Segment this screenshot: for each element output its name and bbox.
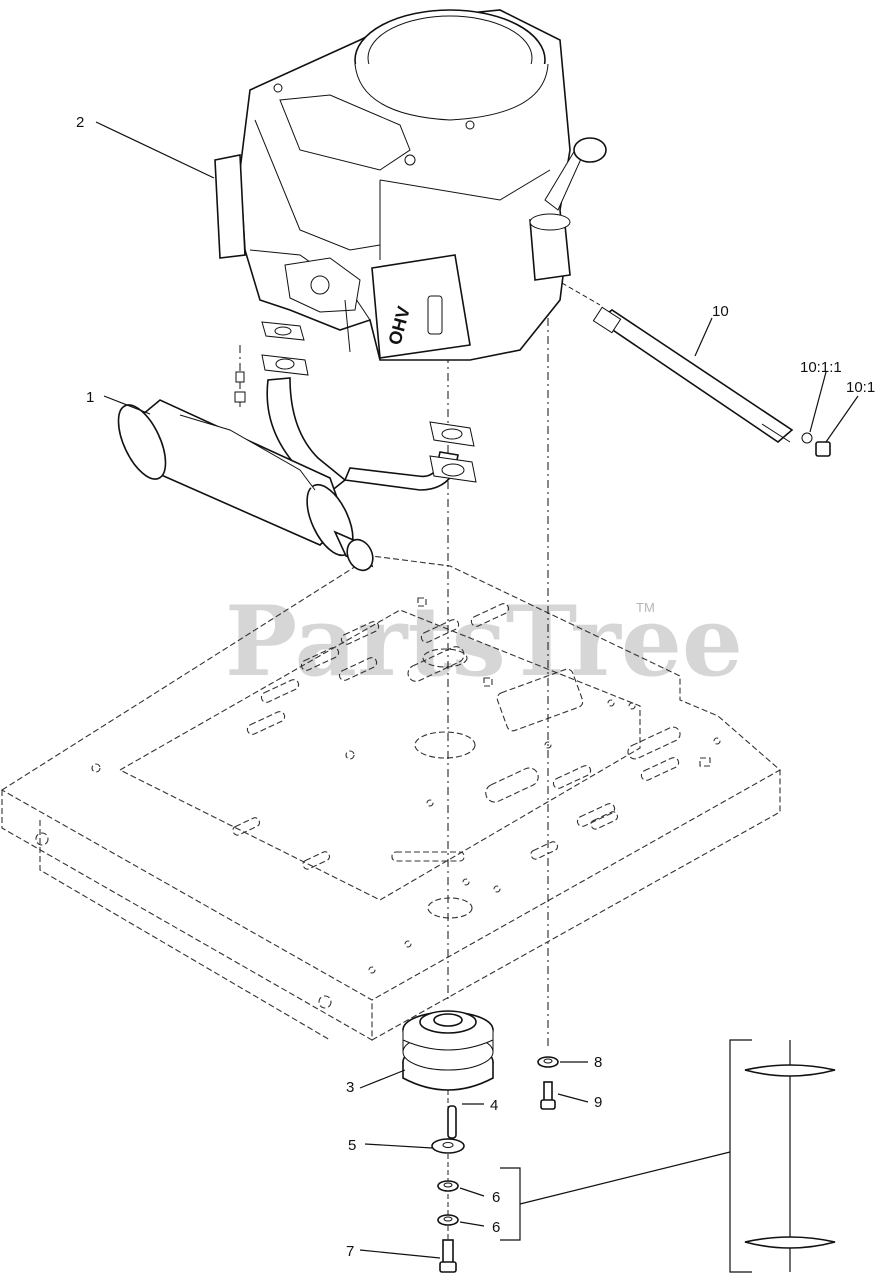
callout-6b: 6	[492, 1219, 500, 1236]
pulley	[402, 1010, 494, 1091]
muffler	[117, 377, 459, 572]
callout-10-1: 10:1	[846, 379, 875, 396]
bolt-center	[439, 1239, 457, 1273]
callout-7: 7	[346, 1243, 354, 1260]
key	[447, 1105, 457, 1139]
callout-1: 1	[86, 389, 94, 406]
engine: OHV	[214, 9, 607, 361]
callout-6a: 6	[492, 1189, 500, 1206]
exhaust-gaskets-left	[234, 321, 309, 403]
washer-orientation-inset	[500, 1039, 836, 1273]
deck-holes	[35, 597, 721, 1009]
callout-4: 4	[490, 1097, 498, 1114]
watermark-tm: TM	[636, 600, 655, 615]
callout-10-1-1: 10:1:1	[800, 359, 842, 376]
bolt-small	[540, 1081, 556, 1110]
callout-8: 8	[594, 1054, 602, 1071]
fuel-fitting	[592, 306, 831, 457]
callout-3: 3	[346, 1079, 354, 1096]
leader-lines	[95, 121, 859, 1259]
callout-9: 9	[594, 1094, 602, 1111]
deck-slots	[232, 603, 681, 870]
washers-belleville	[437, 1180, 459, 1226]
callout-labels: 1 2 3 4 5 6 6 7 8 9 10 10:1:1 10:1	[76, 114, 875, 1260]
callout-2: 2	[76, 114, 84, 131]
washer-small	[537, 1056, 559, 1068]
callout-5: 5	[348, 1137, 356, 1154]
deck-plate	[0, 555, 781, 1041]
washer-large	[431, 1138, 465, 1154]
exhaust-gaskets-center	[429, 421, 477, 483]
callout-10: 10	[712, 303, 729, 320]
